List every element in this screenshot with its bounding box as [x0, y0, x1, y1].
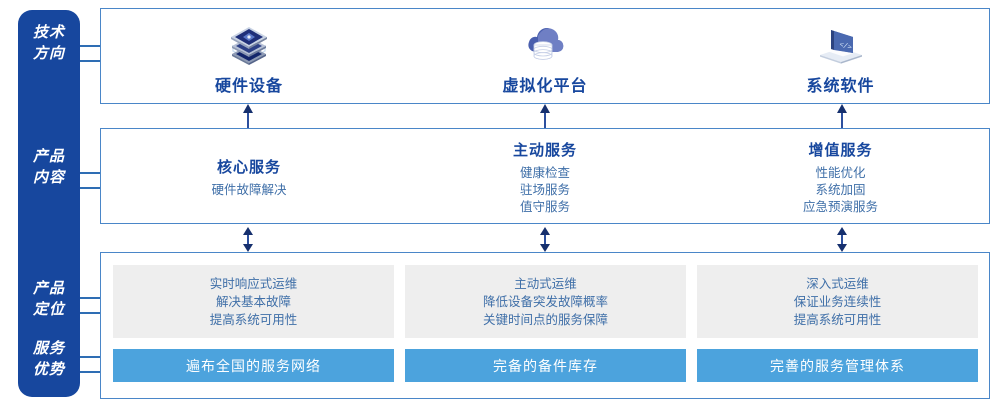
connector-stub-advantage-a: [80, 356, 101, 358]
positioning-item: 保证业务连续性: [793, 294, 882, 309]
arrow-up-icon-system-software: [836, 104, 848, 133]
rail-label-service-advantage: 服务 优势: [18, 338, 80, 380]
rail-label-line-1: 产品: [32, 280, 65, 297]
arrow-up-down-icon-core: [242, 227, 254, 257]
connector-stub-tech-a: [80, 45, 101, 47]
connector-stub-content-a: [80, 172, 101, 174]
rail-label-product-content: 产品 内容: [18, 146, 80, 188]
rail-label-line-1: 服务: [32, 340, 65, 357]
tech-direction-panel: 硬件设备 虚拟化平台: [100, 8, 990, 104]
positioning-card-realtime[interactable]: 实时响应式运维 解决基本故障 提高系统可用性: [113, 265, 394, 338]
content-items-active-service: 健康检查 驻场服务 值守服务: [520, 165, 570, 216]
rail-label-line-2: 优势: [32, 361, 65, 378]
content-title-value-added-service: 增值服务: [808, 141, 873, 159]
rail-label-line-2: 定位: [32, 301, 65, 318]
content-column-active-service[interactable]: 主动服务 健康检查 驻场服务 值守服务: [397, 129, 693, 225]
tech-label-system-software: 系统软件: [806, 78, 875, 95]
positioning-item: 解决基本故障: [215, 294, 291, 309]
cloud-database-icon: [515, 18, 575, 68]
advantage-bar-spare-parts[interactable]: 完备的备件库存: [405, 349, 686, 382]
positioning-card-proactive[interactable]: 主动式运维 降低设备突发故障概率 关键时间点的服务保障: [405, 265, 686, 338]
advantage-bar-service-network[interactable]: 遍布全国的服务网络: [113, 349, 394, 382]
product-content-panel: 核心服务 硬件故障解决 主动服务 健康检查 驻场服务 值守服务 增值服务 性能优…: [100, 128, 990, 224]
positioning-item: 深入式运维: [806, 276, 869, 291]
arrow-up-icon-hardware: [242, 104, 254, 133]
category-rail: [18, 10, 80, 397]
rail-label-line-1: 技术: [32, 24, 65, 41]
rail-label-line-2: 内容: [32, 169, 65, 186]
rail-label-product-position: 产品 定位: [18, 278, 80, 320]
content-items-value-added-service: 性能优化 系统加固 应急预演服务: [803, 165, 878, 216]
laptop-code-icon: </>: [811, 18, 871, 68]
positioning-item: 提高系统可用性: [793, 312, 882, 327]
tech-column-hardware[interactable]: 硬件设备: [101, 9, 397, 105]
content-item: 值守服务: [519, 199, 570, 214]
positioning-item: 实时响应式运维: [209, 276, 298, 291]
connector-stub-position-b: [80, 312, 101, 314]
arrow-up-down-icon-value-added: [836, 227, 848, 257]
tech-column-virtualization[interactable]: 虚拟化平台: [397, 9, 693, 105]
rail-label-tech-direction: 技术 方向: [18, 22, 80, 64]
content-items-core-service: 硬件故障解决: [211, 182, 286, 199]
arrow-up-down-icon-active: [539, 227, 551, 257]
connector-stub-tech-b: [80, 60, 101, 62]
connector-stub-content-b: [80, 187, 101, 189]
content-column-value-added-service[interactable]: 增值服务 性能优化 系统加固 应急预演服务: [693, 129, 988, 225]
arrow-up-icon-virtualization: [539, 104, 551, 133]
positioning-card-indepth[interactable]: 深入式运维 保证业务连续性 提高系统可用性: [697, 265, 978, 338]
rail-label-line-2: 方向: [32, 45, 65, 62]
positioning-item: 提高系统可用性: [209, 312, 298, 327]
positioning-item: 降低设备突发故障概率: [482, 294, 608, 309]
rail-label-line-1: 产品: [32, 148, 65, 165]
content-title-active-service: 主动服务: [512, 141, 577, 159]
content-item: 健康检查: [519, 165, 570, 180]
content-title-core-service: 核心服务: [216, 158, 281, 176]
content-item: 驻场服务: [519, 182, 570, 197]
positioning-item: 主动式运维: [514, 276, 577, 291]
connector-stub-position-a: [80, 297, 101, 299]
content-item: 应急预演服务: [802, 199, 878, 214]
server-stack-icon: [219, 18, 279, 68]
content-item: 性能优化: [815, 165, 866, 180]
tech-label-virtualization: 虚拟化平台: [502, 78, 588, 95]
content-item: 系统加固: [815, 182, 866, 197]
tech-column-system-software[interactable]: </> 系统软件: [693, 9, 988, 105]
connector-stub-advantage-b: [80, 371, 101, 373]
tech-label-hardware: 硬件设备: [214, 78, 283, 95]
advantage-bar-management-system[interactable]: 完善的服务管理体系: [697, 349, 978, 382]
positioning-advantage-panel: 实时响应式运维 解决基本故障 提高系统可用性 主动式运维 降低设备突发故障概率 …: [100, 252, 990, 399]
svg-text:</>: </>: [838, 40, 852, 51]
content-item: 硬件故障解决: [211, 182, 287, 197]
content-column-core-service[interactable]: 核心服务 硬件故障解决: [101, 129, 397, 225]
positioning-item: 关键时间点的服务保障: [482, 312, 608, 327]
